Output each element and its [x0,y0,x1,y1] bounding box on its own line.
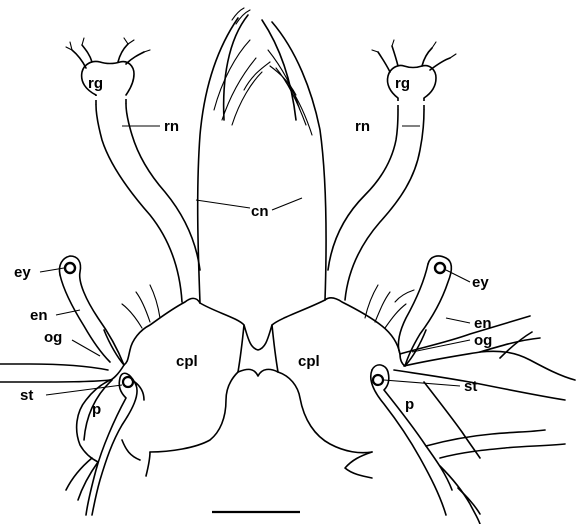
right-pedal-ganglion [345,316,575,524]
label-st-left: st [20,387,33,404]
left-eye-icon [65,263,75,273]
label-cpl-left: cpl [176,353,198,370]
label-rn-left: rn [164,118,179,135]
label-rg-right: rg [395,75,410,92]
label-rg-left: rg [88,75,103,92]
label-en-right: en [474,315,492,332]
left-statocyst-icon [123,377,133,387]
label-st-right: st [464,378,477,395]
label-p-left: p [92,401,101,418]
left-eye-nerve [59,256,124,365]
label-cpl-right: cpl [298,353,320,370]
label-cn: cn [251,203,269,220]
pedal-commissure [238,369,278,376]
right-statocyst-icon [373,375,383,385]
label-ey-left: ey [14,264,31,281]
right-eye-icon [435,263,445,273]
label-p-right: p [405,396,414,413]
label-en-left: en [30,307,48,324]
label-og-right: og [474,332,492,349]
right-rhinophore-nerve [328,98,424,300]
label-ey-right: ey [472,274,489,291]
right-rhinophore-ganglion [372,40,456,98]
label-og-left: og [44,329,62,346]
leader-lines [40,126,470,395]
central-ganglion-outline [198,8,326,350]
left-rhinophore-ganglion [66,38,150,95]
label-rn-right: rn [355,118,370,135]
left-cerebropleural-ganglion [104,285,238,452]
